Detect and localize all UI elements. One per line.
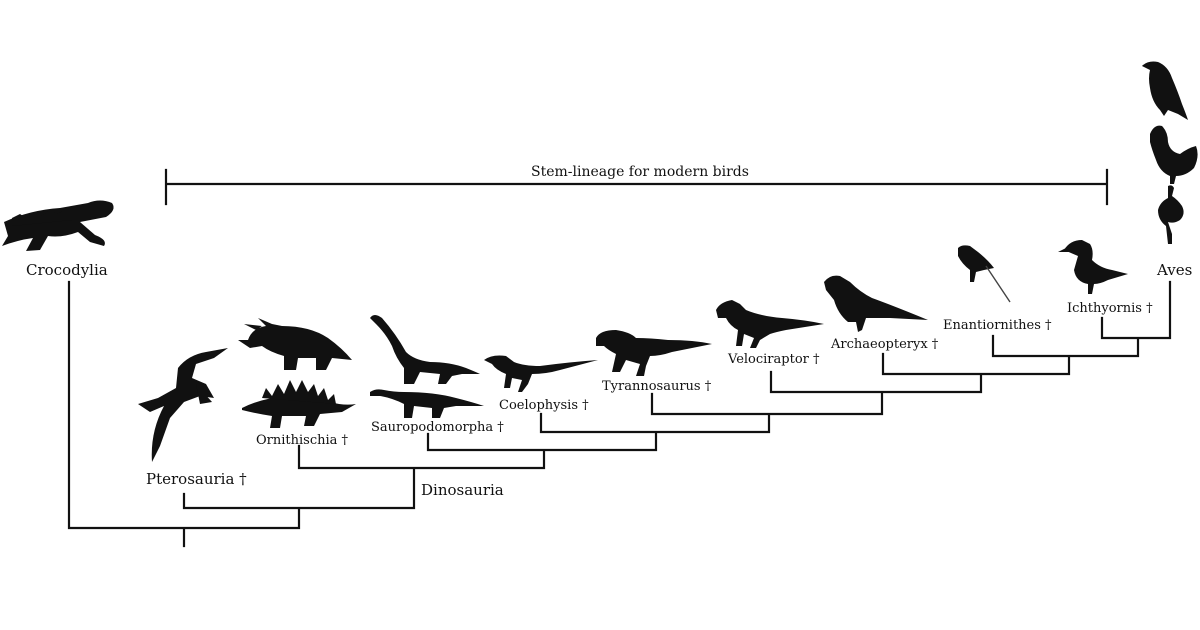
taxon-label-ornithischia: Ornithischia † (256, 434, 348, 447)
enantiornithine-silhouette (958, 245, 1010, 302)
extinct-dagger: † (582, 398, 589, 413)
ichthyornis-name: Ichthyornis (1067, 301, 1142, 316)
extinct-dagger: † (705, 379, 712, 394)
velociraptor-name: Velociraptor (728, 352, 809, 367)
ostrich-silhouette (1158, 185, 1184, 244)
brachiosaur-silhouette (370, 315, 480, 384)
crocodile-silhouette (2, 201, 114, 252)
taxon-label-sauropodomorpha: Sauropodomorpha † (371, 421, 504, 434)
tyrannosaurus-silhouette (596, 330, 712, 376)
triceratops-silhouette (238, 318, 352, 370)
taxon-label-archaeopteryx: Archaeopteryx † (831, 338, 938, 351)
coelophysis-silhouette (484, 356, 598, 393)
pterosaur-silhouette (138, 348, 228, 462)
archaeopteryx-name: Archaeopteryx (831, 337, 928, 352)
taxon-label-aves: Aves (1157, 263, 1192, 278)
taxon-label-velociraptor: Velociraptor † (728, 353, 820, 366)
stem-lineage-label: Stem-lineage for modern birds (531, 165, 749, 179)
taxon-label-crocodylia: Crocodylia (26, 263, 108, 278)
stegosaurus-silhouette (242, 380, 356, 428)
taxon-label-ichthyornis: Ichthyornis † (1067, 302, 1153, 315)
archaeopteryx-silhouette (824, 276, 928, 332)
taxon-label-enantiornithes: Enantiornithes † (943, 319, 1052, 332)
taxon-label-coelophysis: Coelophysis † (499, 399, 589, 412)
rooster-silhouette (1150, 126, 1198, 184)
ichthyornis-silhouette (1058, 240, 1128, 294)
extinct-dagger: † (1146, 301, 1153, 316)
tyrannosaurus-name: Tyrannosaurus (602, 379, 701, 394)
plateosaurus-silhouette (370, 389, 484, 418)
crow-silhouette (1142, 62, 1188, 121)
extinct-dagger: † (813, 352, 820, 367)
taxon-label-pterosauria: Pterosauria † (146, 472, 247, 487)
velociraptor-silhouette (716, 300, 824, 348)
extinct-dagger: † (932, 337, 939, 352)
coelophysis-name: Coelophysis (499, 398, 578, 413)
taxon-label-tyrannosaurus: Tyrannosaurus † (602, 380, 711, 393)
taxon-label-dinosauria: Dinosauria (421, 483, 504, 498)
